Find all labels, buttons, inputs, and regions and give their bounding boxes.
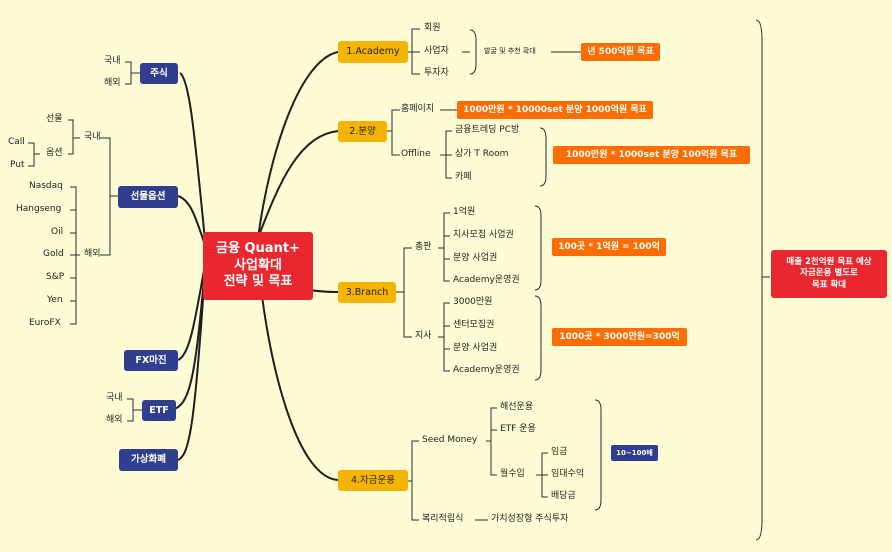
center-topic[interactable]: 금융 Quant+ 사업확대 전략 및 목표 bbox=[203, 232, 313, 300]
node-fo-oil[interactable]: Oil bbox=[51, 227, 64, 237]
node-etf[interactable]: ETF bbox=[142, 400, 176, 421]
node-sales-homepage-goal[interactable]: 1000만원 * 10000set 분양 1000억원 목표 bbox=[457, 101, 653, 119]
node-branch-sub-2[interactable]: 센터모집권 bbox=[453, 320, 495, 330]
node-fo-hangseng[interactable]: Hangseng bbox=[16, 204, 62, 214]
node-academy-investor[interactable]: 투자자 bbox=[424, 68, 449, 78]
node-funds-seed-1[interactable]: 해선운용 bbox=[500, 402, 534, 412]
summary-line-2: 자금운용 별도로 bbox=[800, 268, 858, 279]
node-fo-eurofx[interactable]: EuroFX bbox=[29, 318, 61, 328]
node-funds-seed[interactable]: Seed Money bbox=[422, 435, 478, 445]
node-fo-nasdaq[interactable]: Nasdaq bbox=[29, 181, 63, 191]
node-funds-monthly-1[interactable]: 임금 bbox=[551, 447, 568, 457]
node-sales-offline[interactable]: Offline bbox=[401, 149, 431, 159]
node-academy-note[interactable]: 발굴 및 추천 확대 bbox=[484, 47, 536, 55]
node-branch-sub-4[interactable]: Academy운영권 bbox=[453, 365, 520, 375]
node-branch-general-goal[interactable]: 100곳 * 1억원 = 100억 bbox=[552, 238, 666, 256]
node-branch-general-2[interactable]: 지사모집 사업권 bbox=[453, 230, 514, 240]
node-branch-general-3[interactable]: 분양 사업권 bbox=[453, 253, 498, 263]
node-academy-member[interactable]: 회원 bbox=[424, 23, 441, 33]
node-funds-multiplier[interactable]: 10~100배 bbox=[611, 445, 658, 461]
node-etf-domestic[interactable]: 국내 bbox=[106, 393, 123, 403]
node-branch-general-4[interactable]: Academy운영권 bbox=[453, 275, 520, 285]
node-sales-homepage[interactable]: 홈페이지 bbox=[401, 104, 435, 114]
center-line-1: 금융 Quant+ bbox=[216, 240, 300, 256]
node-funds-compound-item[interactable]: 가치성장형 주식투자 bbox=[491, 514, 569, 524]
node-academy[interactable]: 1.Academy bbox=[338, 41, 408, 63]
node-academy-business[interactable]: 사업자 bbox=[424, 46, 449, 56]
node-fx-margin[interactable]: FX마진 bbox=[124, 350, 178, 371]
summary-line-1: 매출 2천억원 목표 예상 bbox=[786, 256, 872, 267]
node-fo-overseas[interactable]: 해외 bbox=[84, 249, 101, 259]
node-academy-goal[interactable]: 년 500억원 목표 bbox=[581, 43, 660, 61]
node-futures-options[interactable]: 선물옵션 bbox=[118, 186, 178, 208]
node-sales-troom[interactable]: 상가 T Room bbox=[455, 149, 509, 159]
node-stock-domestic[interactable]: 국내 bbox=[104, 56, 121, 66]
node-fo-futures[interactable]: 선물 bbox=[46, 114, 63, 124]
node-fo-gold[interactable]: Gold bbox=[43, 249, 64, 259]
node-branch[interactable]: 3.Branch bbox=[338, 282, 396, 303]
center-line-3: 전략 및 목표 bbox=[223, 274, 293, 290]
node-sales-pcbang[interactable]: 금융트레딩 PC방 bbox=[455, 125, 520, 135]
node-fo-call[interactable]: Call bbox=[8, 137, 25, 147]
node-crypto[interactable]: 가상화폐 bbox=[119, 449, 178, 471]
node-fo-sp[interactable]: S&P bbox=[46, 272, 65, 282]
node-funds-monthly[interactable]: 월수입 bbox=[500, 469, 525, 479]
node-funds[interactable]: 4.자금운용 bbox=[338, 470, 408, 491]
node-stock-overseas[interactable]: 해외 bbox=[104, 78, 121, 88]
node-funds-compound[interactable]: 복리적립식 bbox=[422, 514, 464, 524]
node-branch-sub[interactable]: 지사 bbox=[415, 331, 432, 341]
node-fo-put[interactable]: Put bbox=[10, 160, 25, 170]
node-sales[interactable]: 2.분양 bbox=[338, 121, 387, 142]
node-etf-overseas[interactable]: 해외 bbox=[106, 415, 123, 425]
node-fo-yen[interactable]: Yen bbox=[47, 295, 63, 305]
center-line-2: 사업확대 bbox=[234, 257, 282, 273]
node-stock[interactable]: 주식 bbox=[140, 63, 178, 84]
node-branch-sub-goal[interactable]: 1000곳 * 3000만원=300억 bbox=[552, 328, 687, 346]
node-branch-general-1[interactable]: 1억원 bbox=[453, 207, 476, 217]
node-branch-sub-1[interactable]: 3000만원 bbox=[453, 297, 493, 307]
node-funds-monthly-2[interactable]: 임대수익 bbox=[551, 469, 585, 479]
node-funds-seed-2[interactable]: ETF 운용 bbox=[500, 424, 536, 434]
node-funds-monthly-3[interactable]: 배당금 bbox=[551, 491, 576, 501]
node-branch-general[interactable]: 총판 bbox=[415, 242, 432, 252]
node-branch-sub-3[interactable]: 분양 사업권 bbox=[453, 343, 498, 353]
node-fo-domestic[interactable]: 국내 bbox=[84, 132, 101, 142]
node-summary[interactable]: 매출 2천억원 목표 예상 자금운용 별도로 목표 확대 bbox=[771, 250, 887, 298]
node-sales-cafe[interactable]: 카페 bbox=[455, 172, 472, 182]
node-sales-offline-goal[interactable]: 1000만원 * 1000set 분양 100억원 목표 bbox=[553, 146, 750, 164]
node-fo-options[interactable]: 옵션 bbox=[46, 148, 63, 158]
summary-line-3: 목표 확대 bbox=[811, 279, 847, 290]
